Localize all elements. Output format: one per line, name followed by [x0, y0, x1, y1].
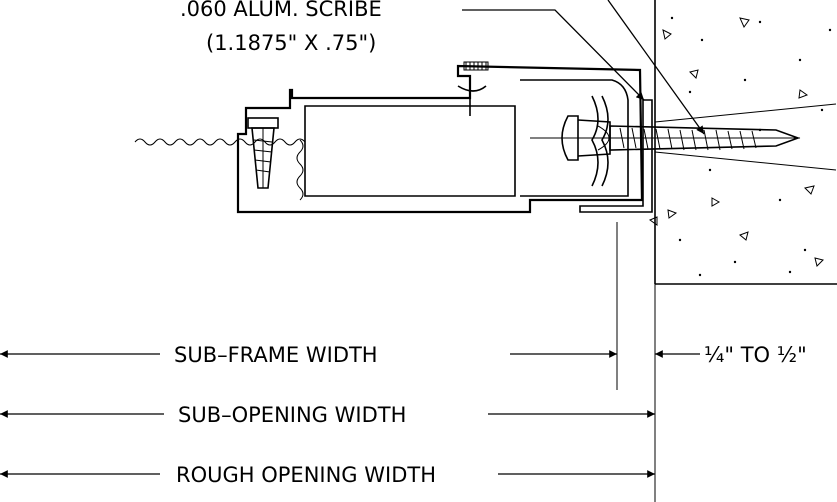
- sub-frame-width-label: SUB–FRAME WIDTH: [174, 343, 378, 367]
- sub-frame-width-dimension: SUB–FRAME WIDTH: [0, 343, 617, 367]
- sub-opening-width-dimension: SUB–OPENING WIDTH: [0, 403, 655, 427]
- scribe-callout: .060 ALUM. SCRIBE (1.1875" X .75"): [180, 0, 705, 135]
- concrete-wall: [648, 0, 837, 285]
- wood-framing: [134, 138, 306, 201]
- wood-screw: [247, 117, 279, 189]
- dimension-extension-lines: [616, 222, 656, 502]
- callout-line1: .060 ALUM. SCRIBE: [180, 0, 382, 21]
- sub-frame-extrusion: [236, 61, 644, 214]
- anchor-screw: [530, 115, 801, 161]
- gap-label: ¼" TO ½": [704, 343, 807, 367]
- rough-opening-width-dimension: ROUGH OPENING WIDTH: [0, 463, 655, 487]
- gap-dimension: ¼" TO ½": [655, 343, 807, 367]
- callout-line2: (1.1875" X .75"): [206, 31, 376, 55]
- aluminum-scribe: [579, 99, 653, 213]
- rough-opening-width-label: ROUGH OPENING WIDTH: [176, 463, 436, 487]
- sub-opening-width-label: SUB–OPENING WIDTH: [178, 403, 406, 427]
